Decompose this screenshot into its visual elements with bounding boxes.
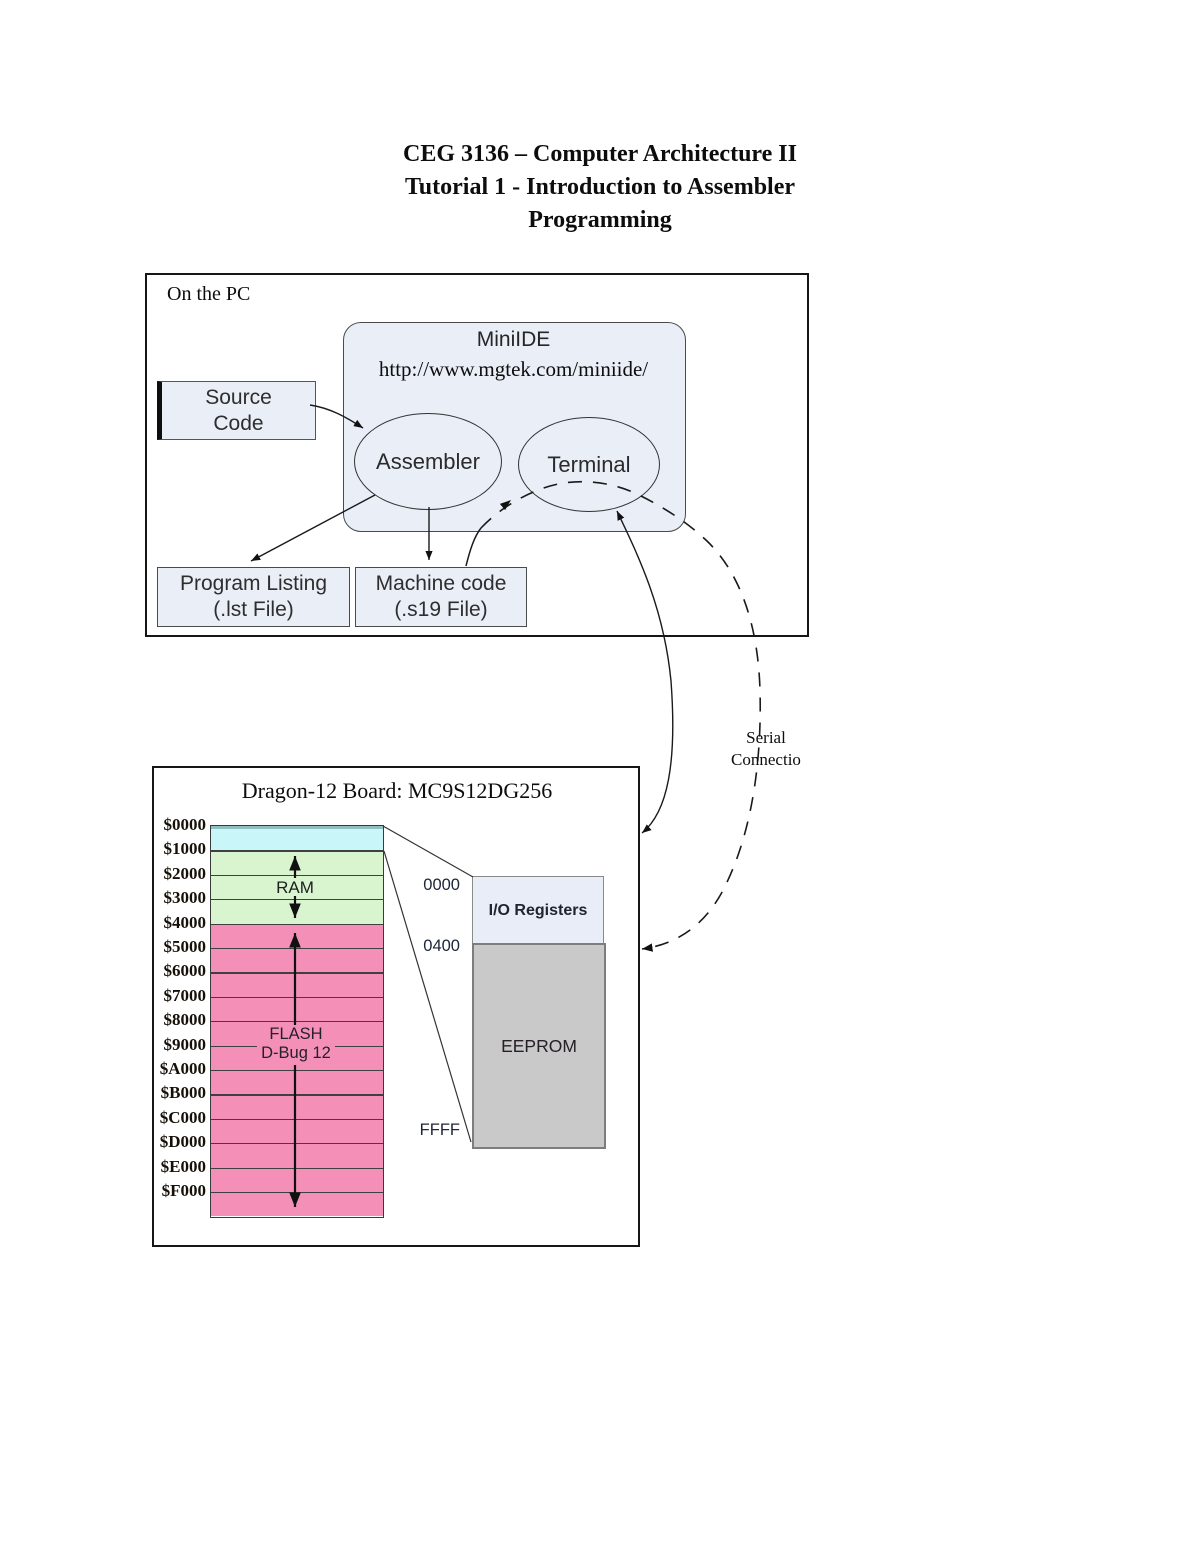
- address-label-5000: $5000: [163, 937, 207, 956]
- address-label-C000: $C000: [159, 1107, 206, 1127]
- address-label-0000: $0000: [163, 815, 207, 834]
- memory-map-gridline: [211, 850, 383, 852]
- memory-map-gridline: [211, 996, 383, 998]
- address-label-7000: $7000: [163, 985, 207, 1005]
- memory-map-gridline: [211, 923, 383, 925]
- miniide-title: MiniIDE: [476, 328, 551, 351]
- program-listing-box: Program Listing (.lst File): [157, 567, 350, 627]
- memory-map-gridline: [211, 1118, 383, 1120]
- machine-code-line1: Machine code: [375, 572, 507, 595]
- address-label-B000: $B000: [160, 1083, 206, 1103]
- memory-map-gridline: [211, 1094, 383, 1096]
- flash-label-line2: D-Bug 12: [261, 1044, 331, 1062]
- terminal-label: Terminal: [547, 451, 631, 477]
- memory-map-gridline: [211, 899, 383, 901]
- assembler-ellipse: Assembler: [354, 413, 502, 510]
- dragon12-board-panel: [152, 766, 640, 1247]
- serial-connection-line1: Serial: [746, 728, 786, 747]
- address-label-8000: $8000: [163, 1010, 207, 1030]
- source-code-line2: Code: [213, 411, 264, 435]
- address-label-4000: $4000: [163, 912, 207, 932]
- memory-region-top: [211, 826, 383, 854]
- machine-code-box: Machine code (.s19 File): [355, 567, 527, 627]
- flash-region-label: FLASH D-Bug 12: [257, 1025, 335, 1065]
- source-code-box: Source Code: [157, 381, 316, 440]
- miniide-url: http://www.mgtek.com/miniide/: [378, 357, 649, 381]
- io-registers-label: I/O Registers: [488, 901, 588, 919]
- memory-map-gridline: [211, 1070, 383, 1072]
- address-label-1000: $1000: [163, 839, 207, 859]
- title-line-3: Programming: [528, 207, 672, 233]
- eeprom-label: EEPROM: [501, 1035, 577, 1056]
- memory-map-gridline: [211, 1143, 383, 1145]
- memory-map-gridline: [211, 874, 383, 876]
- address-label-A000: $A000: [159, 1059, 206, 1078]
- program-listing-line2: (.lst File): [213, 598, 294, 621]
- dragon12-board-title: Dragon-12 Board: MC9S12DG256: [241, 778, 553, 803]
- memory-map-gridline: [211, 972, 383, 974]
- title-line-1: CEG 3136 – Computer Architecture II: [403, 141, 797, 167]
- page-title: CEG 3136 – Computer Architecture II Tuto…: [0, 138, 1200, 237]
- machine-code-line2: (.s19 File): [394, 598, 488, 621]
- program-listing-line1: Program Listing: [179, 572, 328, 595]
- terminal-ellipse: Terminal: [518, 417, 660, 512]
- address-label-6000: $6000: [163, 961, 207, 981]
- memory-map-gridline: [211, 1021, 383, 1023]
- flash-label-line1: FLASH: [269, 1025, 323, 1043]
- address-label-D000: $D000: [159, 1132, 206, 1152]
- address-label-2000: $2000: [163, 863, 207, 883]
- address-label-3000: $3000: [163, 888, 207, 908]
- eeprom-block: EEPROM: [472, 943, 606, 1149]
- address-label-E000: $E000: [160, 1156, 206, 1176]
- memory-map-gridline: [211, 1167, 383, 1169]
- source-code-line1: Source: [205, 385, 272, 409]
- address-label-F000: $F000: [161, 1181, 206, 1200]
- assembler-label: Assembler: [376, 448, 480, 474]
- on-the-pc-panel: [145, 273, 809, 637]
- ram-region-label: RAM: [272, 878, 318, 897]
- on-the-pc-label: On the PC: [167, 283, 251, 305]
- address-label-9000: $9000: [163, 1034, 207, 1054]
- title-line-2: Tutorial 1 - Introduction to Assembler: [404, 174, 796, 200]
- serial-connection-line2: Connectio: [731, 750, 801, 769]
- io-registers-block: I/O Registers: [472, 876, 604, 945]
- serial-connection-label: Serial Connectio: [716, 727, 816, 771]
- memory-map-gridline: [211, 1192, 383, 1194]
- memory-map-gridline: [211, 948, 383, 950]
